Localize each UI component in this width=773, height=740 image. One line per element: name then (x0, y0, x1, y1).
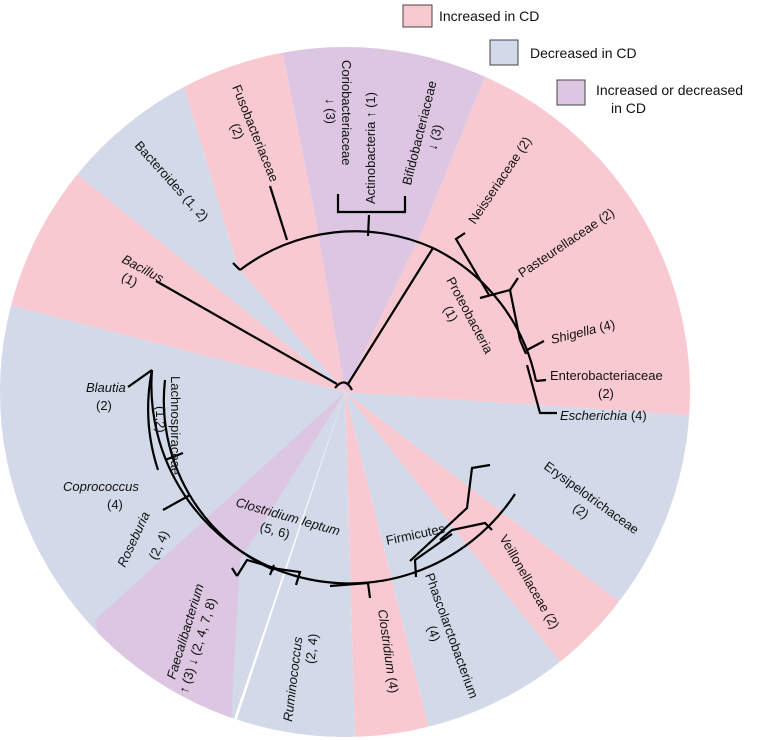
label-lachnospiraceae: Lachnospiraceae (168, 376, 183, 475)
label-actinobacteria: Actinobacteria ↑ (1) (363, 92, 378, 204)
legend-label-decreased: Decreased in CD (530, 45, 637, 61)
legend-label-mixed-2: in CD (611, 100, 646, 116)
label-coprococcus: Coprococcus (63, 479, 139, 494)
label-coriobacteriaceae: Coriobacteriaceae (339, 60, 354, 166)
label-enterobacteriaceae: Enterobacteriaceae (550, 368, 663, 383)
legend-swatch-increased (402, 4, 433, 28)
sector-mixed-faecalibacterium (95, 392, 345, 737)
label-escherichia: Escherichia (4) (560, 408, 647, 423)
label-enterobacteriaceae-ref: (2) (598, 386, 614, 401)
label-blautia: Blautia (86, 380, 126, 395)
legend-label-increased: Increased in CD (439, 8, 539, 24)
label-lachnospiraceae-ref: (1,2) (153, 406, 168, 433)
legend-swatch-decreased (489, 39, 519, 66)
label-coriobacteriaceae-ref: ↓ (3) (323, 98, 338, 124)
label-ruminococcus-ref: (2, 4) (302, 633, 321, 665)
legend: Increased in CD Decreased in CD Increase… (402, 4, 743, 116)
label-bacillus-ref: (1) (119, 269, 140, 290)
sector-increased-bacillus (0, 160, 345, 392)
sector-decreased-bacteroides (60, 47, 345, 392)
sector-mixed-actinobacteria (270, 47, 520, 392)
tree-branches (127, 185, 557, 599)
label-phascolarctobacterium-ref: (4) (424, 623, 444, 643)
sector-decreased-ruminococcus (230, 392, 355, 737)
label-proteobacteria-ref: (1) (440, 303, 461, 324)
label-blautia-ref: (2) (96, 398, 112, 413)
sector-decreased-phascolarcto (345, 392, 565, 737)
label-bifidobacteriaceae-ref: ↓ (3) (424, 123, 445, 152)
sector-increased-fusobacteriaceae (170, 47, 345, 392)
label-fusobacteriaceae-ref: (2) (227, 121, 247, 141)
label-coprococcus-ref: (4) (107, 497, 123, 512)
legend-label-mixed: Increased or decreased (596, 82, 743, 98)
legend-swatch-mixed (556, 79, 586, 106)
